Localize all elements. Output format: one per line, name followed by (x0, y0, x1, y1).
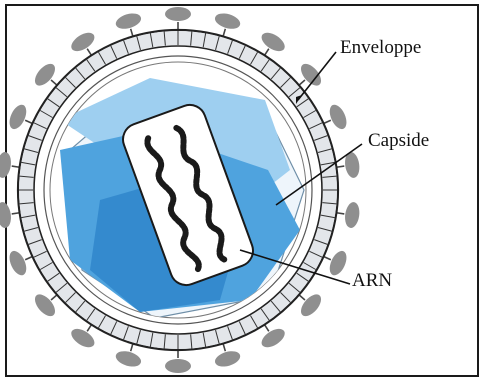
spike-stem (51, 80, 57, 85)
spike-knob (114, 348, 143, 369)
spike-stem (223, 344, 225, 352)
spike-knob (213, 348, 242, 369)
spike-knob (6, 102, 30, 131)
spike-knob (213, 11, 242, 32)
spike-stem (324, 256, 331, 259)
spike-stem (324, 120, 331, 123)
spike-stem (12, 213, 20, 214)
spike-knob (165, 7, 191, 21)
spike-stem (336, 166, 344, 167)
spike-stem (87, 49, 91, 56)
spike-knob (258, 29, 287, 55)
spike-stem (12, 166, 20, 167)
spike-knob (258, 325, 287, 351)
spike-stem (25, 120, 32, 123)
spike-stem (131, 29, 133, 37)
spike-stem (25, 256, 32, 259)
spike-stem (299, 80, 305, 85)
spike-knob (31, 291, 59, 320)
spike-knob (297, 291, 325, 320)
spike-stem (265, 49, 269, 56)
label-capside: Capside (368, 131, 429, 150)
spike-stem (336, 213, 344, 214)
spike-knob (114, 11, 143, 32)
label-enveloppe: Enveloppe (340, 38, 421, 57)
spike-stem (51, 295, 57, 300)
spike-knob (0, 201, 13, 229)
spike-stem (131, 344, 133, 352)
spike-stem (87, 325, 91, 332)
spike-stem (299, 295, 305, 300)
spike-knob (6, 248, 30, 277)
spike-knob (326, 102, 350, 131)
spike-stem (265, 325, 269, 332)
spike-knob (343, 201, 361, 229)
spike-knob (68, 325, 97, 351)
label-arn: ARN (352, 271, 392, 290)
spike-knob (68, 29, 97, 55)
spike-knob (165, 359, 191, 373)
spike-knob (326, 248, 350, 277)
spike-knob (31, 60, 59, 89)
spike-knob (0, 151, 13, 179)
spike-stem (223, 29, 225, 37)
